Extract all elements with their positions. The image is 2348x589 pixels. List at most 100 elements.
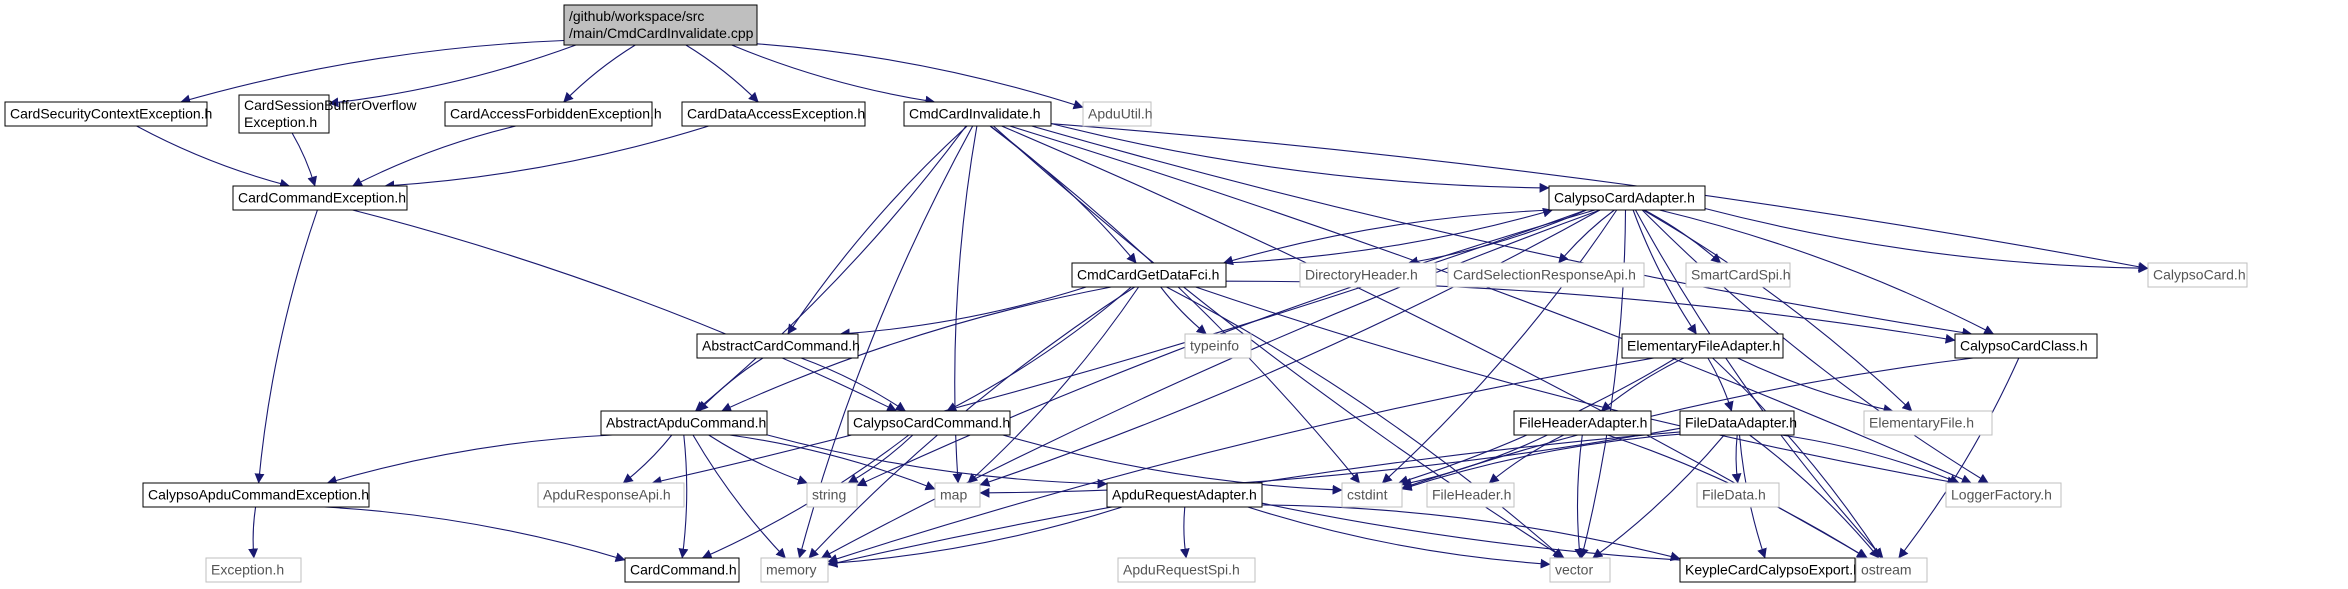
node-label: ElementaryFile.h bbox=[1869, 415, 1974, 431]
edge-ara2-to-kccexport bbox=[1261, 504, 1681, 562]
node-aac[interactable]: AbstractApduCommand.h bbox=[600, 410, 768, 436]
edge-line bbox=[1641, 209, 1989, 484]
node-box bbox=[1621, 333, 1784, 359]
node-cstdint: cstdint bbox=[1341, 482, 1403, 508]
node-cdae[interactable]: CardDataAccessException.h bbox=[681, 101, 866, 127]
node-label: FileDataAdapter.h bbox=[1685, 415, 1797, 431]
edge-line bbox=[827, 506, 1123, 568]
node-cgdf[interactable]: CmdCardGetDataFci.h bbox=[1071, 262, 1227, 288]
node-filedata: FileData.h bbox=[1696, 482, 1780, 508]
edge-fda-to-ostream bbox=[1749, 434, 1880, 559]
node-ccclass[interactable]: CalypsoCardClass.h bbox=[1954, 333, 2098, 359]
edge-line bbox=[729, 434, 936, 491]
edge-line bbox=[1160, 286, 1207, 335]
edge-cgdf-to-vector bbox=[1166, 286, 1563, 559]
edge-cci-to-ccclass bbox=[1031, 125, 1973, 338]
edge-acc-to-ccmd bbox=[800, 357, 906, 412]
node-cardcmd[interactable]: CardCommand.h bbox=[624, 557, 740, 583]
node-box bbox=[1117, 557, 1256, 583]
node-box bbox=[1679, 557, 1856, 583]
node-kccexport[interactable]: KeypleCardCalypsoExport.h bbox=[1679, 557, 1861, 583]
edge-cgdf-to-map bbox=[967, 286, 1140, 484]
node-exception: Exception.h bbox=[205, 557, 302, 583]
edge-fda-to-cstdint bbox=[1401, 433, 1681, 491]
node-label: map bbox=[940, 487, 967, 503]
node-fha[interactable]: FileHeaderAdapter.h bbox=[1513, 410, 1652, 436]
edge-cca-to-vector bbox=[1578, 209, 1627, 559]
node-label: CalypsoCardClass.h bbox=[1960, 338, 2088, 354]
edge-cca-to-cgdf bbox=[1223, 209, 1553, 266]
node-layer: /github/workspace/src/main/CmdCardInvali… bbox=[4, 4, 2248, 583]
node-label: Exception.h bbox=[244, 114, 317, 130]
edge-cdae-to-cce bbox=[384, 125, 709, 191]
node-box bbox=[1945, 482, 2062, 508]
edge-line bbox=[563, 44, 636, 103]
node-cace[interactable]: CalypsoApduCommandException.h bbox=[142, 482, 370, 508]
node-label: vector bbox=[1555, 562, 1593, 578]
node-label: CardDataAccessException.h bbox=[687, 106, 865, 122]
node-box bbox=[238, 94, 330, 134]
edge-cca-to-csra bbox=[1558, 209, 1615, 264]
edge-cci-to-logger bbox=[1009, 125, 1972, 484]
node-box bbox=[903, 101, 1052, 127]
node-label: Exception.h bbox=[211, 562, 284, 578]
node-fda[interactable]: FileDataAdapter.h bbox=[1679, 410, 1797, 436]
node-cca[interactable]: CalypsoCardAdapter.h bbox=[1548, 185, 1706, 211]
node-cafe[interactable]: CardAccessForbiddenException.h bbox=[444, 101, 662, 127]
node-box bbox=[1426, 482, 1515, 508]
edge-line bbox=[1050, 122, 1550, 193]
edge-line bbox=[324, 506, 626, 563]
edge-cca-to-ostream bbox=[1635, 209, 1884, 559]
edge-cgdf-to-ccclass bbox=[1225, 280, 1956, 344]
edge-line bbox=[989, 125, 1361, 484]
node-apduutil: ApduUtil.h bbox=[1082, 101, 1153, 127]
edge-line bbox=[1247, 506, 1551, 569]
edge-cci-to-acc bbox=[787, 125, 968, 335]
edge-line bbox=[1401, 434, 1548, 488]
node-box bbox=[563, 4, 758, 46]
edge-cgdf-to-typeinfo bbox=[1160, 286, 1207, 335]
edge-line bbox=[708, 434, 808, 485]
node-label: CardSelectionResponseApi.h bbox=[1453, 267, 1636, 283]
node-cscex[interactable]: CardSecurityContextException.h bbox=[4, 101, 212, 127]
edge-line bbox=[254, 209, 318, 484]
node-acc[interactable]: AbstractCardCommand.h bbox=[696, 333, 860, 359]
node-map: map bbox=[934, 482, 981, 508]
node-box bbox=[760, 557, 829, 583]
node-box bbox=[142, 482, 370, 508]
node-root[interactable]: /github/workspace/src/main/CmdCardInvali… bbox=[563, 4, 758, 46]
edge-line bbox=[1179, 506, 1190, 559]
node-box bbox=[1513, 410, 1652, 436]
node-box bbox=[681, 101, 866, 127]
node-label: typeinfo bbox=[1190, 338, 1239, 354]
edge-line bbox=[827, 357, 1654, 564]
edge-ccclass-to-ostream bbox=[1898, 357, 2020, 559]
edge-line bbox=[1381, 209, 1618, 484]
node-cci[interactable]: CmdCardInvalidate.h bbox=[903, 101, 1052, 127]
node-ara2[interactable]: ApduRequestAdapter.h bbox=[1106, 482, 1263, 508]
edge-line bbox=[721, 286, 1112, 412]
node-box bbox=[847, 410, 1011, 436]
edge-ara2-to-apdureqspi bbox=[1179, 506, 1190, 559]
edge-aac-to-cace bbox=[326, 434, 613, 486]
node-box bbox=[806, 482, 858, 508]
node-string: string bbox=[806, 482, 858, 508]
node-box bbox=[444, 101, 653, 127]
node-dirh: DirectoryHeader.h bbox=[1299, 262, 1437, 288]
node-box bbox=[1954, 333, 2098, 359]
node-label: ApduResponseApi.h bbox=[543, 487, 671, 503]
edge-line bbox=[180, 39, 565, 105]
node-efa[interactable]: ElementaryFileAdapter.h bbox=[1621, 333, 1784, 359]
edge-aac-to-map bbox=[729, 434, 936, 491]
node-box bbox=[1863, 410, 1993, 436]
edge-line bbox=[1401, 433, 1681, 491]
edge-aac-to-cardcmd bbox=[678, 434, 689, 559]
edge-line bbox=[946, 286, 1132, 412]
node-cce[interactable]: CardCommandException.h bbox=[232, 185, 408, 211]
node-ccmd[interactable]: CalypsoCardCommand.h bbox=[847, 410, 1011, 436]
edge-line bbox=[384, 125, 709, 191]
edge-line bbox=[1050, 123, 2149, 272]
edge-fda-to-logger bbox=[1781, 434, 1960, 485]
